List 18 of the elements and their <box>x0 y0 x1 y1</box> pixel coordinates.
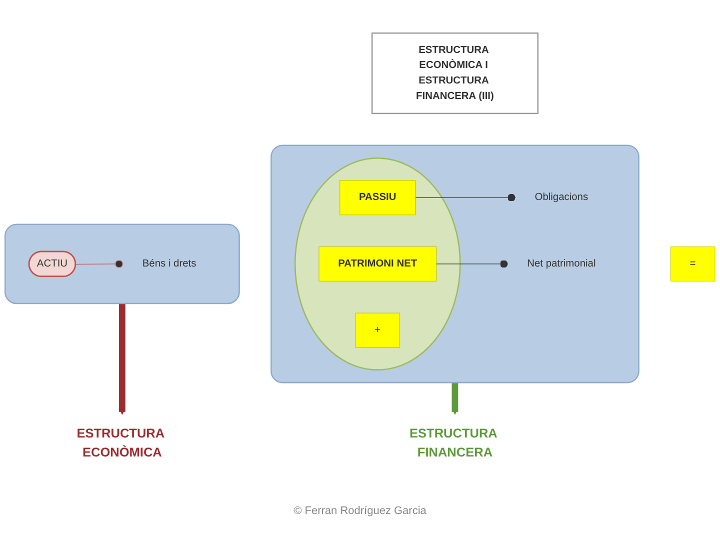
node-box: PASSIU <box>340 180 416 216</box>
connector <box>436 260 508 268</box>
node-text: ESTRUCTURA ECONÒMICA <box>76 426 164 460</box>
node-text: Net patrimonial <box>527 258 596 270</box>
cluster <box>4 224 240 304</box>
footer-note: © Ferran Rodríguez Garcia <box>294 505 426 517</box>
node-text: ESTRUCTURA FINANCERA <box>410 426 497 460</box>
node-box: PATRIMONI NET <box>318 246 437 282</box>
arrow <box>119 304 126 415</box>
node-box: + <box>355 312 400 348</box>
node-text: Béns i drets <box>142 258 196 270</box>
node-box: ESTRUCTURA ECONÒMICA I ESTRUCTURA FINANCERA (III) <box>371 32 539 114</box>
node-text: Obligacions <box>534 192 588 203</box>
node-box: = <box>670 246 716 282</box>
connector <box>75 260 124 268</box>
connector <box>415 194 516 202</box>
cluster <box>270 144 640 384</box>
arrow <box>452 382 458 415</box>
